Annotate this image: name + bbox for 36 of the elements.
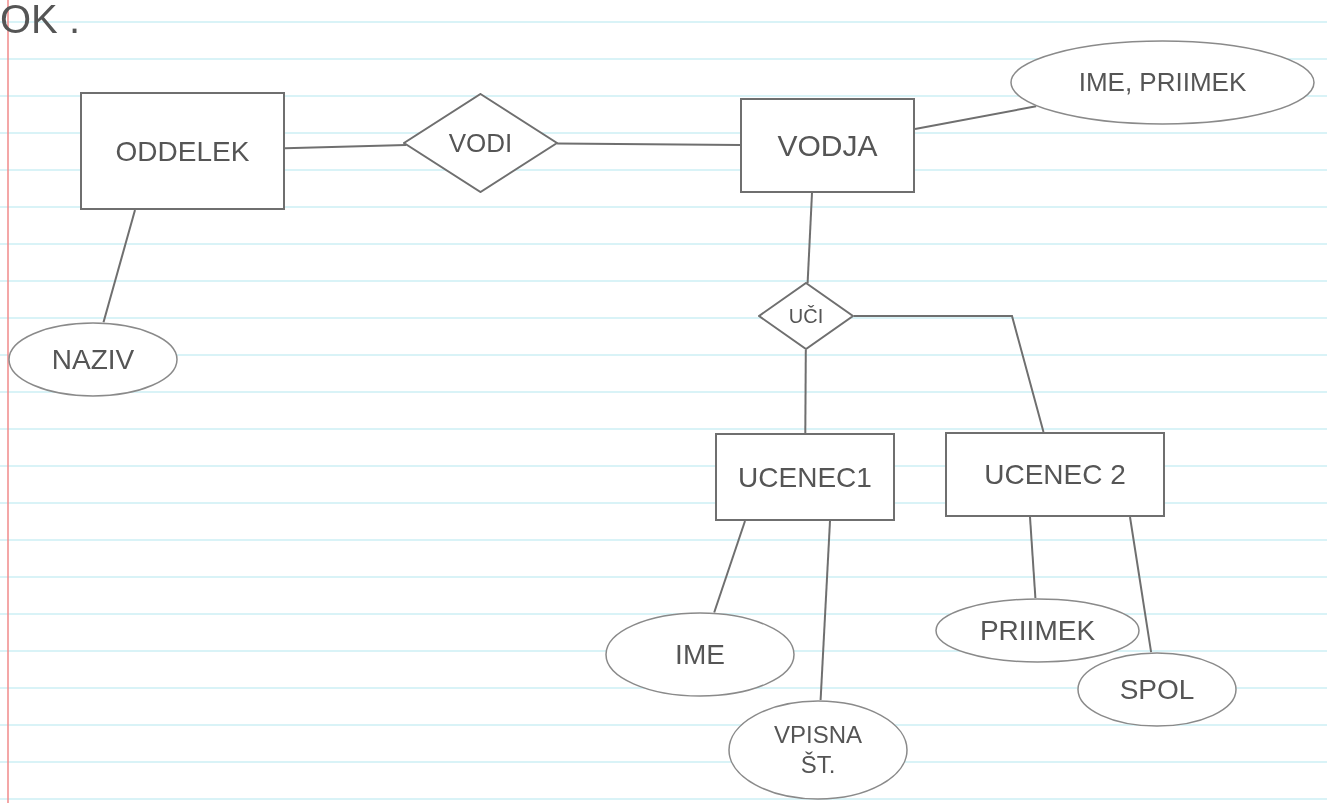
attribute-ellipse: [1010, 40, 1315, 125]
entity-box: [715, 433, 895, 521]
entity-box: [740, 98, 915, 193]
attribute-ellipse: [605, 612, 795, 697]
connector-line: [1029, 516, 1037, 599]
connector-line: [806, 192, 813, 285]
attribute-name: IME: [674, 638, 726, 672]
connector-line: [804, 348, 807, 434]
entity-box: [945, 432, 1165, 517]
attribute-name: PRIIMEK: [978, 614, 1097, 648]
connector-line: [1129, 516, 1153, 654]
attribute-ellipse: [728, 700, 908, 800]
connector-line: [556, 142, 741, 146]
relationship-name: VODI: [447, 126, 514, 160]
attribute-name: NAZIV: [50, 343, 136, 377]
entity-box: [80, 92, 285, 210]
relationship-diamond: [403, 93, 558, 193]
attribute-ellipse: [935, 598, 1140, 663]
attribute-ellipse: [8, 322, 178, 397]
connector-line: [914, 105, 1038, 130]
relationship-name: UČI: [787, 303, 825, 329]
connector-line: [713, 520, 746, 614]
connector-line: [819, 520, 831, 701]
connector-line: [284, 144, 408, 150]
attribute-name: SPOL: [1118, 673, 1196, 707]
heading-fragment: OK .: [0, 0, 81, 43]
attribute-name: VPISNA ŠT.: [772, 720, 863, 780]
entity-name: VODJA: [776, 127, 879, 164]
connector-line: [102, 209, 136, 324]
relationship-diamond: [758, 282, 854, 350]
connector-line: [853, 315, 1045, 433]
entity-name: UCENEC 2: [983, 458, 1127, 492]
attribute-ellipse: [1077, 652, 1237, 727]
entity-name: ODDELEK: [114, 134, 251, 169]
attribute-name: IME, PRIIMEK: [1077, 66, 1248, 99]
entity-name: UCENEC1: [737, 460, 873, 495]
